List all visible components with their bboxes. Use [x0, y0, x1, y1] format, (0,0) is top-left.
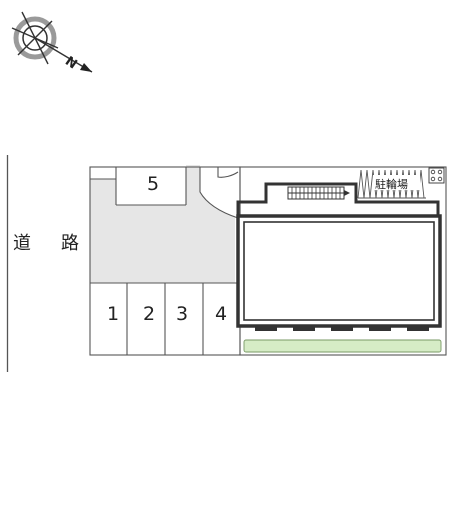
- building: [236, 182, 442, 331]
- utility-box: [428, 167, 445, 184]
- parking-space-5: 5: [147, 173, 159, 195]
- bicycle-parking-label: 駐輪場: [375, 177, 408, 191]
- parking-space-2: 2: [143, 303, 155, 325]
- compass-icon: N: [11, 11, 93, 73]
- road-label-1: 道: [13, 233, 31, 254]
- bicycle-parking: [357, 169, 426, 199]
- parking-space-3: 3: [176, 303, 188, 325]
- north-letter: N: [62, 54, 80, 73]
- parking-space-1: 1: [107, 303, 119, 325]
- parking-space-4: 4: [215, 303, 227, 325]
- parking-lot: [89, 165, 241, 356]
- stairs: [287, 186, 350, 200]
- road-label-2: 路: [61, 233, 79, 254]
- hedge: [243, 339, 442, 353]
